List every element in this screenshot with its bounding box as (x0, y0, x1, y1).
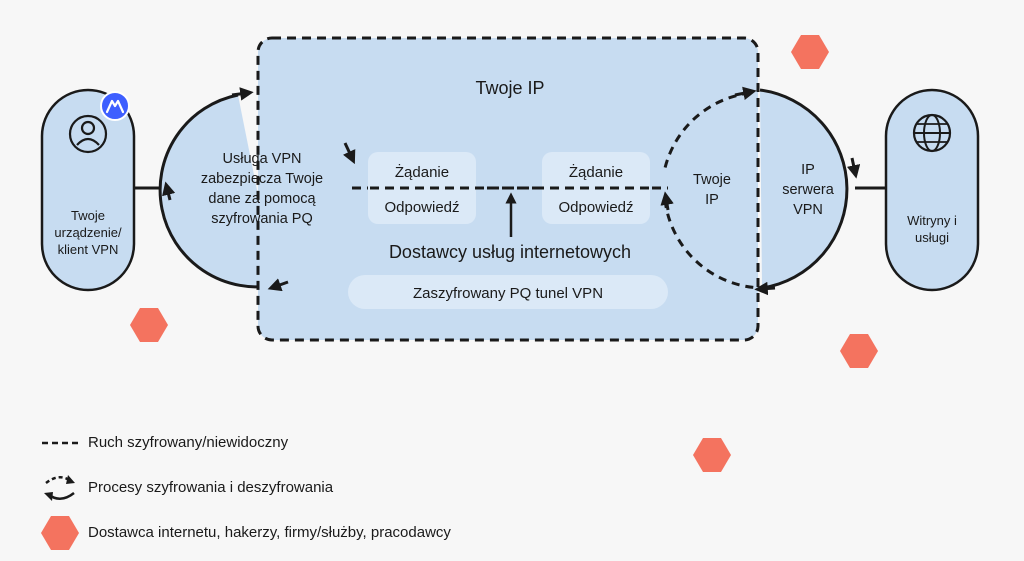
server-circle-arrow-top (734, 86, 757, 100)
your-ip-title: Twoje IP (475, 78, 544, 98)
vpn-service-line-1: Usługa VPN (223, 151, 302, 167)
response-label-right: Odpowiedź (558, 199, 633, 216)
server-circle-arrow-left (660, 191, 674, 211)
hexagon-icon (41, 515, 79, 550)
device-node: Twoje urządzenie/ klient VPN (40, 88, 136, 292)
isp-label: Dostawcy usług internetowych (389, 242, 631, 262)
request-label-right: Żądanie (569, 163, 623, 181)
server-ip-line-1: IP (801, 162, 815, 178)
threat-hexagon (791, 35, 829, 69)
legend-label-encrypted: Ruch szyfrowany/niewidoczny (88, 434, 289, 451)
legend-item-cycle: Procesy szyfrowania i deszyfrowania (40, 465, 451, 510)
your-ip-small-line-1: Twoje (693, 172, 731, 188)
threat-hexagon (693, 438, 731, 472)
legend-label-cycle: Procesy szyfrowania i deszyfrowania (88, 479, 334, 496)
threat-hexagon (840, 334, 878, 368)
user-icon (68, 114, 108, 154)
vpn-circle-arrow-left (162, 181, 176, 201)
vpn-service-line-4: szyfrowania PQ (211, 211, 313, 227)
legend-label-threats: Dostawca internetu, hakerzy, firmy/służb… (88, 524, 451, 541)
server-ip-line-2: serwera (782, 182, 835, 198)
legend-item-threats: Dostawca internetu, hakerzy, firmy/służb… (40, 510, 451, 555)
websites-label-line-1: Witryny i (907, 213, 957, 228)
server-circle-arrow-bottom (754, 281, 776, 296)
nordvpn-logo-icon (100, 91, 130, 121)
encryption-cycle-icon (44, 474, 75, 501)
vpn-circle-arrow-top (231, 87, 254, 101)
vpn-service-line-2: zabezpiecza Twoje (201, 171, 323, 187)
request-label-left: Żądanie (395, 163, 449, 181)
globe-icon (912, 113, 952, 153)
vpn-circle-arrow-right (343, 142, 356, 165)
device-label-line-2: urządzenie/ (54, 225, 122, 240)
response-label-left: Odpowiedź (384, 199, 459, 216)
pq-tunnel-pill: Zaszyfrowany PQ tunel VPN (348, 275, 668, 309)
tunnel-label: Zaszyfrowany PQ tunel VPN (413, 285, 603, 302)
websites-node: Witryny i usługi (884, 88, 980, 292)
vpn-service-line-3: dane za pomocą (208, 191, 316, 207)
vpn-circle-arrow-bottom (267, 278, 289, 292)
legend-item-encrypted: Ruch szyfrowany/niewidoczny (40, 420, 451, 465)
server-circle-arrow-right (846, 157, 861, 179)
server-ip-line-3: VPN (793, 202, 823, 218)
device-label-line-1: Twoje (71, 208, 105, 223)
websites-label-line-2: usługi (915, 230, 949, 245)
your-ip-small-line-2: IP (705, 192, 719, 208)
device-label-line-3: klient VPN (58, 242, 119, 257)
dashed-line-icon (42, 441, 80, 444)
threat-hexagon (130, 308, 168, 342)
legend: Ruch szyfrowany/niewidoczny Procesy szyf… (40, 420, 451, 555)
